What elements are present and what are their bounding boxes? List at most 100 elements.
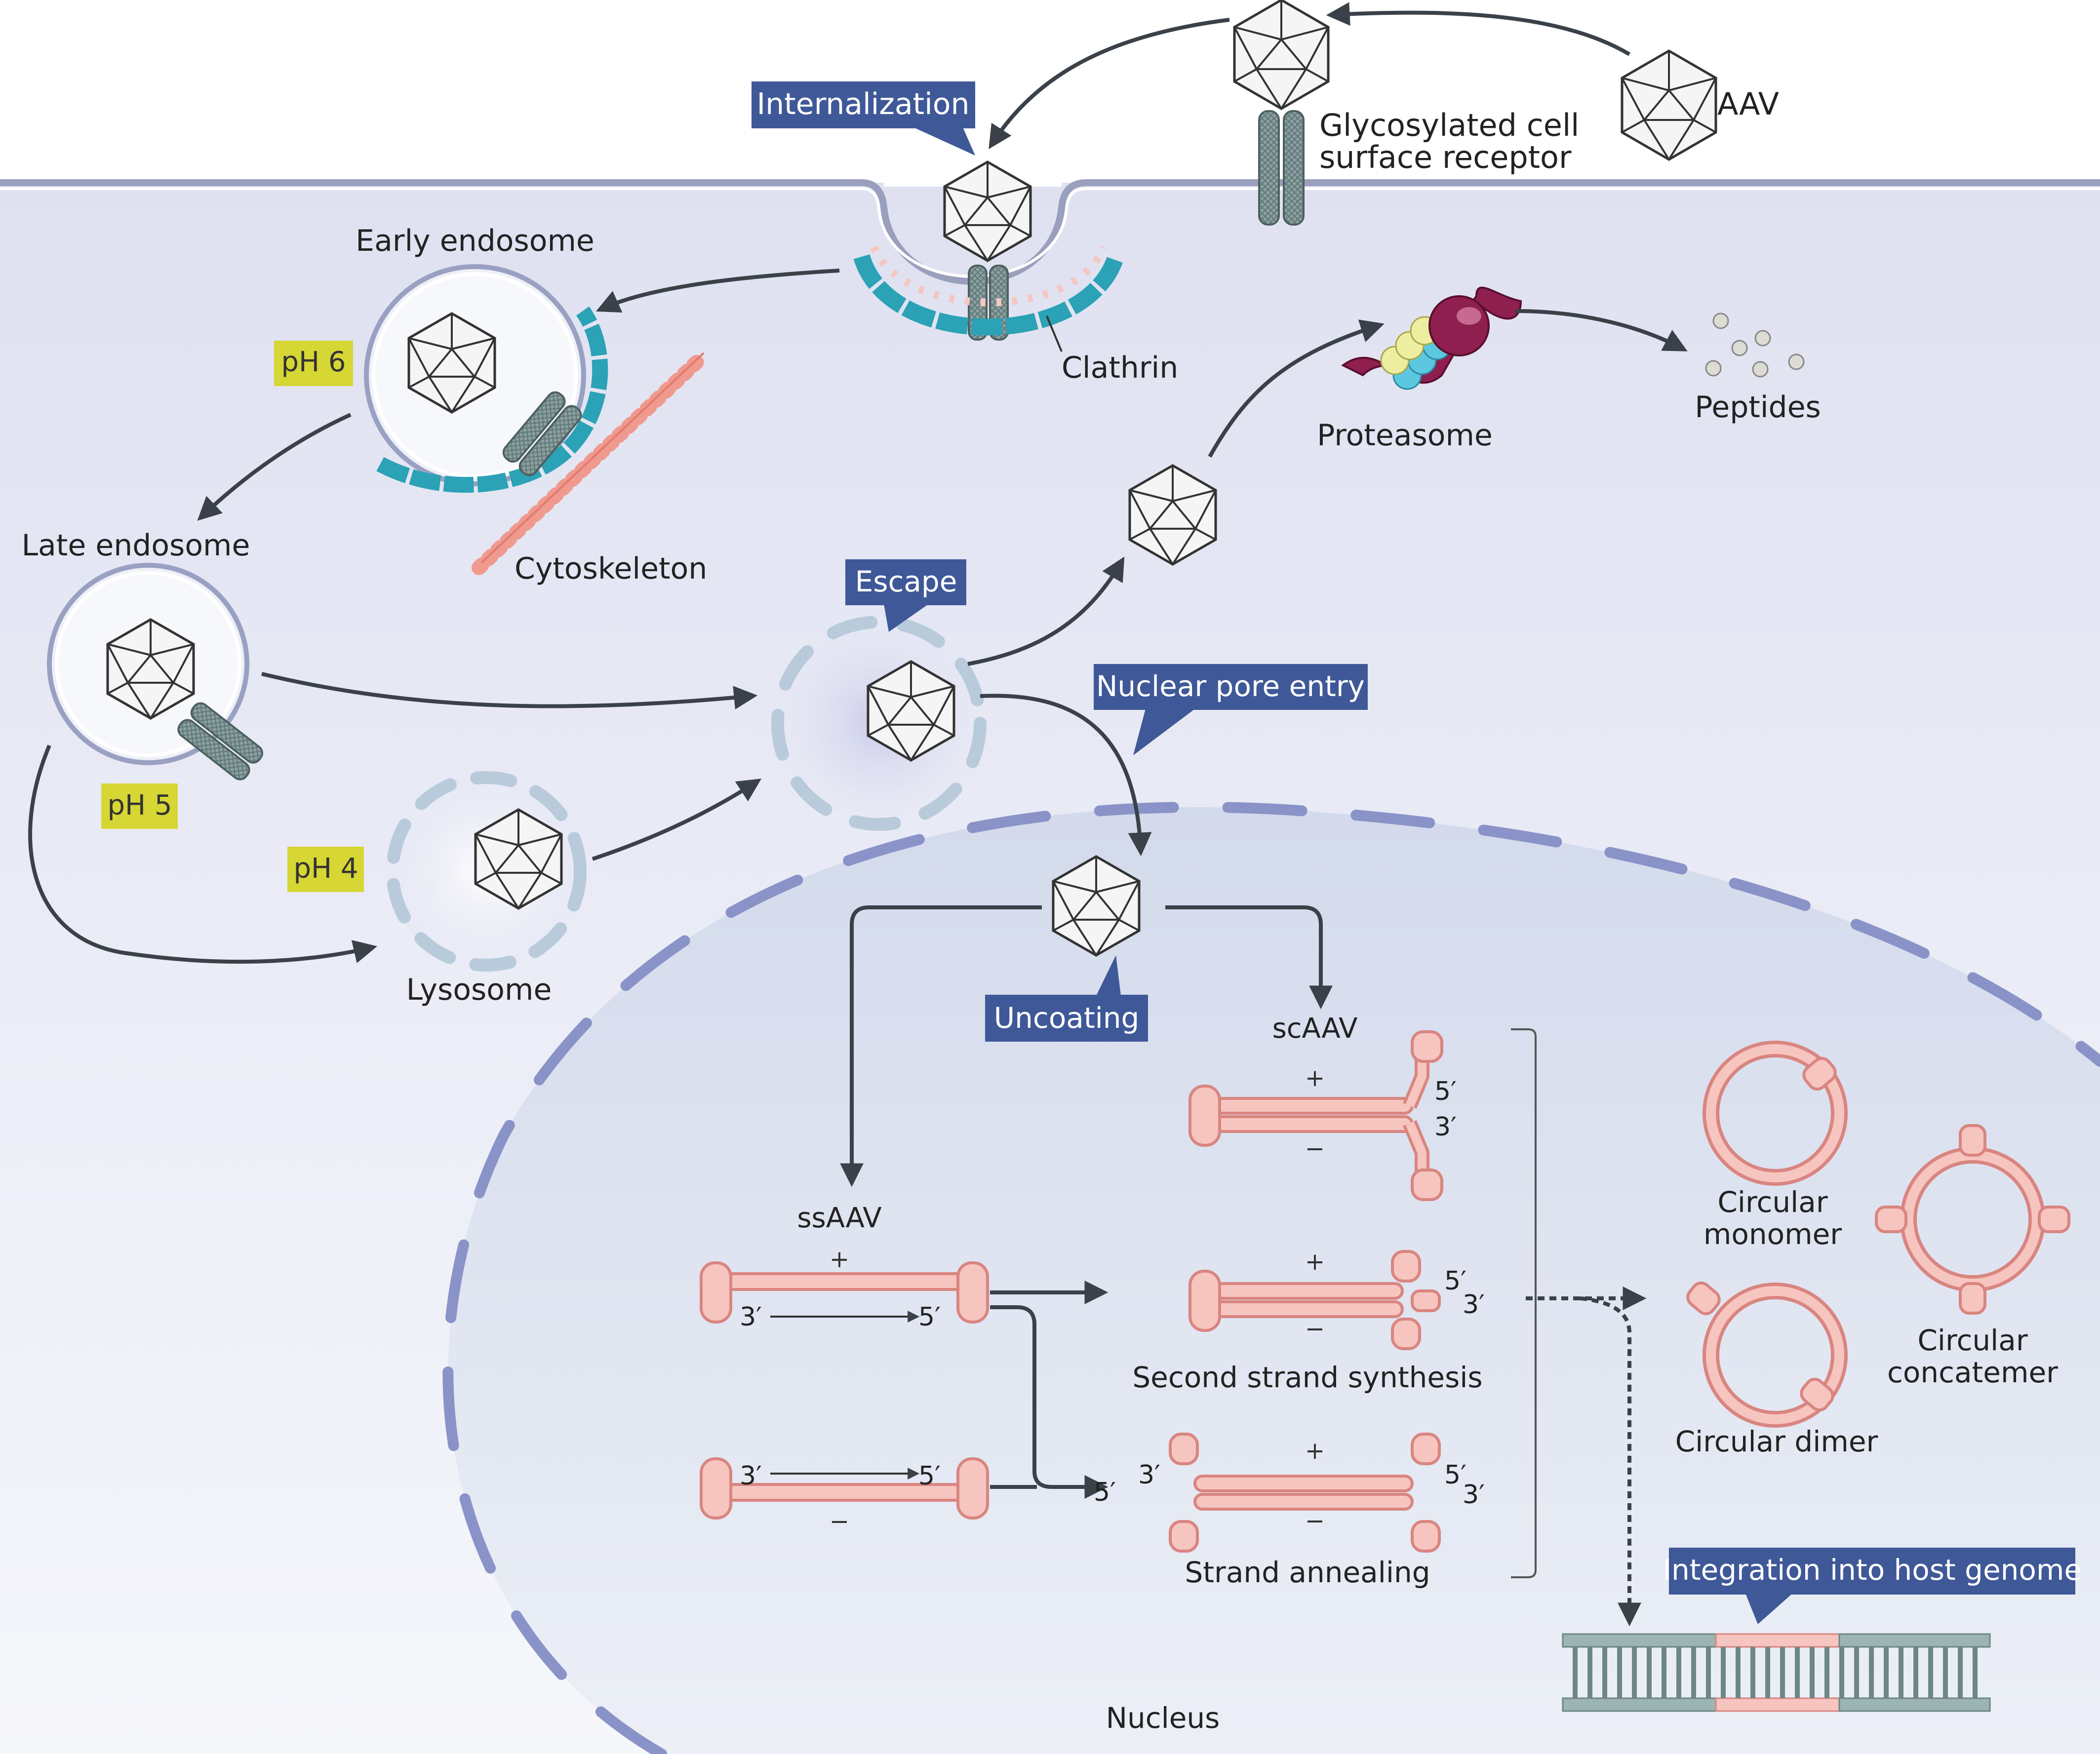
second-strand-label: Second strand synthesis xyxy=(1132,1361,1482,1394)
nuclear-envelope xyxy=(442,802,2100,1754)
scaav-5prime: 5′ xyxy=(1434,1077,1457,1106)
host-genome-icon xyxy=(1562,1633,1991,1712)
internalization-callout: Internalization xyxy=(752,81,975,156)
lysosome-label: Lysosome xyxy=(406,973,552,1007)
nuclear-pore-entry-callout: Nuclear pore entry xyxy=(1094,664,1368,755)
arrow-late-endosome-to-lysosome xyxy=(28,744,378,964)
peptides-label: Peptides xyxy=(1695,390,1821,425)
aav-label: AAV xyxy=(1717,86,1779,122)
ssaav-plus-5prime: 5′ xyxy=(918,1302,941,1332)
ssaav-plus-sign: + xyxy=(830,1246,849,1273)
circular-dimer-label: Circular dimer xyxy=(1675,1425,1878,1458)
receptor-label-line1: Glycosylated cell xyxy=(1319,107,1579,143)
proteasome-label: Proteasome xyxy=(1317,418,1493,453)
second-strand-5prime: 5′ xyxy=(1444,1266,1466,1296)
circular-concatemer-label-2: concatemer xyxy=(1887,1356,2058,1389)
ph4-text: pH 4 xyxy=(293,853,358,885)
aav-capsid-free-icon xyxy=(1621,49,1717,161)
cytoskeleton-label: Cytoskeleton xyxy=(515,551,707,586)
circular-monomer-icon xyxy=(1703,1041,1848,1186)
early-endosome-receptor-icon xyxy=(502,391,582,476)
ssaav-minus-5prime: 5′ xyxy=(918,1461,941,1491)
arrow-to-integration xyxy=(1580,1296,1641,1627)
aav-capsid-bound-icon xyxy=(1233,0,1330,111)
glycosylated-receptor-icon xyxy=(1258,110,1305,226)
scaav-genome xyxy=(1189,1030,1443,1201)
arrow-uncoating-to-ssaav xyxy=(840,905,1042,1187)
circular-monomer-label-2: monomer xyxy=(1704,1217,1842,1251)
aav-capsid-lysosome-icon xyxy=(474,808,563,910)
annealing-right-3prime: 3′ xyxy=(1463,1480,1485,1510)
escape-callout-text: Escape xyxy=(855,565,957,598)
aav-capsid-escape-icon xyxy=(867,660,955,762)
scaav-minus-sign: − xyxy=(1305,1135,1325,1163)
strand-annealing-label: Strand annealing xyxy=(1185,1556,1430,1589)
scaav-plus-sign: + xyxy=(1305,1064,1325,1092)
circular-dimer-icon xyxy=(1686,1281,1848,1428)
genome-forms-bracket xyxy=(1511,1028,1537,1578)
arrow-escape-to-cytosol xyxy=(967,556,1125,666)
integration-callout-text: Integration into host genome xyxy=(1663,1553,2082,1587)
arrow-aav-to-receptor xyxy=(1326,2,1631,56)
receptor-label-line2: surface receptor xyxy=(1319,139,1572,175)
ssaav-plus-genome xyxy=(700,1261,989,1324)
arrow-ssaav-to-annealing xyxy=(990,1305,1109,1499)
scaav-label: scAAV xyxy=(1272,1013,1358,1045)
annealing-genome xyxy=(1169,1433,1441,1553)
late-endosome-label: Late endosome xyxy=(22,528,250,563)
peptides-icon xyxy=(1705,312,1805,378)
clathrin-label: Clathrin xyxy=(1062,351,1178,385)
arrow-cytosol-to-proteasome xyxy=(1208,319,1385,458)
escape-callout: Escape xyxy=(845,559,966,632)
nucleus-label: Nucleus xyxy=(1106,1701,1220,1735)
nuclear-pore-entry-text: Nuclear pore entry xyxy=(1096,669,1365,703)
ssaav-minus-sign: − xyxy=(830,1508,849,1535)
arrow-proteasome-to-peptides xyxy=(1515,309,1688,351)
arrow-uncoating-to-scaav xyxy=(1165,905,1333,1010)
integration-callout: Integration into host genome xyxy=(1663,1548,2082,1624)
aav-capsid-early-endosome-icon xyxy=(407,312,496,414)
ph5-tag: pH 5 xyxy=(101,783,178,829)
clathrin-coat xyxy=(853,254,1124,336)
cytoskeleton-filament xyxy=(472,351,709,575)
second-strand-plus-sign: + xyxy=(1305,1248,1325,1276)
ph6-tag: pH 6 xyxy=(274,341,353,386)
aav-capsid-late-endosome-icon xyxy=(106,618,195,720)
annealing-right-5prime: 5′ xyxy=(1444,1460,1466,1490)
early-endosome-label: Early endosome xyxy=(356,224,594,258)
ssaav-label: ssAAV xyxy=(797,1202,881,1234)
ph5-text: pH 5 xyxy=(107,789,172,821)
arrow-escape-to-nucleus xyxy=(980,694,1152,857)
internalization-callout-text: Internalization xyxy=(756,87,969,121)
annealing-minus-sign: − xyxy=(1305,1507,1325,1535)
uncoating-callout: Uncoating xyxy=(985,955,1148,1042)
annealing-left-3prime: 3′ xyxy=(1138,1460,1160,1490)
annealing-plus-sign: + xyxy=(1305,1437,1325,1465)
arrow-late-endosome-to-escape xyxy=(261,672,758,710)
arrow-early-to-late-endosome xyxy=(197,413,352,521)
uncoating-callout-text: Uncoating xyxy=(994,1001,1140,1035)
proteasome-icon xyxy=(1341,286,1522,390)
nucleus xyxy=(448,807,2100,1754)
aav-capsid-nucleus-icon xyxy=(1052,855,1141,957)
circular-concatemer-label-1: Circular xyxy=(1917,1324,2027,1357)
ph6-text: pH 6 xyxy=(281,346,346,378)
ssaav-plus-3prime: 3′ xyxy=(740,1302,762,1332)
scaav-3prime: 3′ xyxy=(1434,1112,1457,1142)
aav-capsid-in-pit-icon xyxy=(943,160,1032,263)
arrow-receptor-to-pit xyxy=(989,18,1230,150)
arrow-lysosome-to-escape xyxy=(592,779,762,861)
circular-concatemer-icon xyxy=(1875,1124,2070,1315)
second-strand-genome xyxy=(1189,1250,1441,1350)
second-strand-3prime: 3′ xyxy=(1463,1290,1485,1320)
ssaav-minus-genome xyxy=(700,1457,989,1520)
arrow-pit-to-early-endosome xyxy=(595,269,840,313)
second-strand-minus-sign: − xyxy=(1305,1315,1325,1343)
circular-monomer-label-1: Circular xyxy=(1717,1185,1827,1219)
late-endosome-receptor-icon xyxy=(177,702,264,780)
aav-capsid-cytosol-icon xyxy=(1128,464,1217,566)
ssaav-minus-3prime: 3′ xyxy=(740,1461,762,1491)
ph4-tag: pH 4 xyxy=(287,847,364,892)
annealing-left-5prime: 5′ xyxy=(1094,1478,1116,1507)
